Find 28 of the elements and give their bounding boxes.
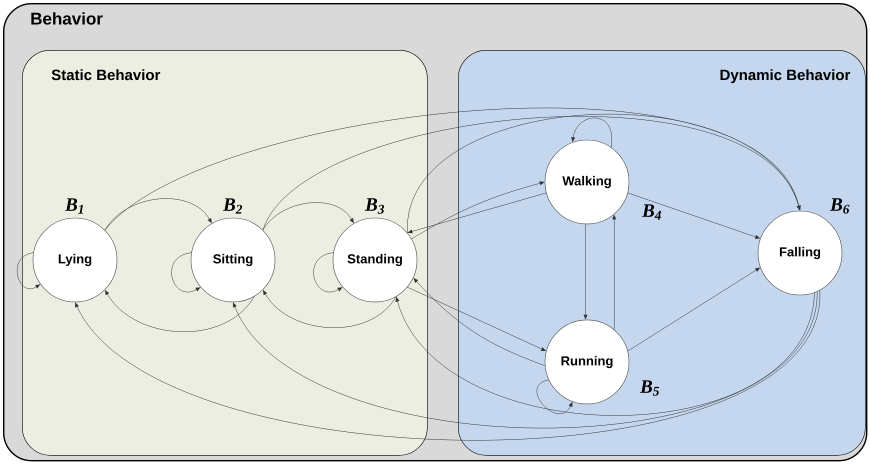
arrow (104, 108, 801, 230)
arrow (414, 278, 546, 366)
arrow (584, 224, 588, 320)
arrow (104, 198, 212, 230)
arrow (571, 118, 612, 148)
arrow (262, 116, 801, 230)
arrow (16, 252, 40, 289)
arrow (232, 291, 818, 428)
arrow (396, 292, 815, 416)
arrow (407, 286, 546, 351)
state-label: B$_{3}$ (364, 198, 384, 214)
state-label: B$_{4}$ (642, 204, 661, 220)
arrow (612, 214, 616, 330)
arrow (411, 181, 544, 240)
arrow (407, 114, 801, 234)
arrow (628, 268, 760, 352)
arrow (263, 290, 396, 328)
arrow (75, 290, 820, 440)
arrow (536, 380, 572, 414)
arrow (262, 202, 354, 230)
state-label: B$_{5}$ (640, 380, 660, 396)
arrow (105, 290, 254, 332)
arrow (628, 192, 760, 239)
state-label: B$_{1}$ (64, 198, 84, 214)
arrow (408, 192, 546, 234)
state-label: B$_{2}$ (222, 198, 242, 214)
arrow (171, 252, 200, 292)
arrow (313, 252, 342, 292)
